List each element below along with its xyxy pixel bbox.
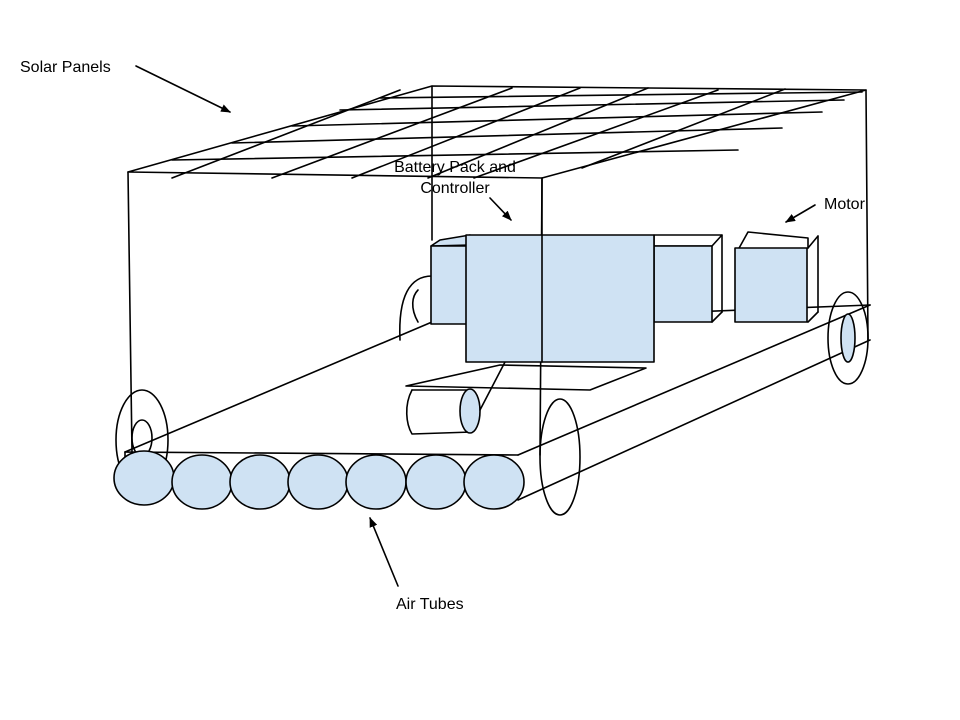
air-tube [171,454,233,510]
front-left-wheel [539,398,581,516]
pointer-arrows [135,65,816,587]
battery-arrow [489,197,512,221]
battery-pack-controller [430,234,723,363]
side-tube [405,361,647,435]
air-tubes-label: Air Tubes [396,596,464,613]
air-tubes-arrow [369,517,399,587]
motor [734,231,819,323]
solar-panels-arrow [135,65,231,113]
solar-panel-grid [171,87,863,179]
air-tube [113,450,175,506]
air-tubes [113,450,525,510]
air-tube [345,454,407,510]
labels: Solar Panels Battery Pack and Controller… [20,59,866,613]
air-tube [405,454,467,510]
motor-arrow [785,204,816,223]
front-right-wheel [827,291,869,385]
battery-label-line2: Controller [420,180,490,197]
air-tube [287,454,349,510]
air-tube [229,454,291,510]
motor-label: Motor [824,196,866,213]
air-tube [463,454,525,510]
solar-panel-roof [127,85,867,179]
battery-label-line1: Battery Pack and [394,159,516,176]
rear-right-wheel [399,275,433,341]
solar-panels-label: Solar Panels [20,59,111,76]
